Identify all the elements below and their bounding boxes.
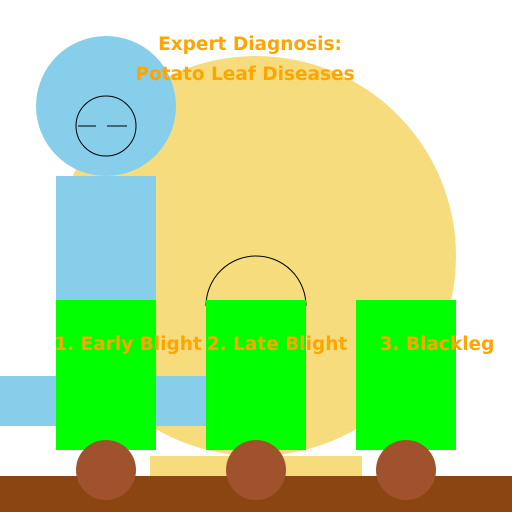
title-line-1: Expert Diagnosis:	[158, 34, 342, 55]
figure-arm-left	[0, 376, 56, 426]
figure-body	[56, 176, 156, 300]
leaf-box-2	[206, 300, 306, 450]
title-line-2: Potato Leaf Diseases	[135, 64, 354, 85]
disease-label-2: 2. Late Blight	[207, 334, 348, 355]
disease-label-1: 1. Early Blight	[54, 334, 202, 355]
leaf-box-3	[356, 300, 456, 450]
arch	[205, 255, 307, 307]
figure-arm-right	[156, 376, 206, 426]
figure-head	[36, 36, 176, 176]
disease-label-3: 3. Blackleg	[380, 334, 495, 355]
face-outline	[75, 95, 137, 157]
wheel-3	[376, 440, 436, 500]
wheel-2	[226, 440, 286, 500]
leaf-box-1	[56, 300, 156, 450]
wheel-1	[76, 440, 136, 500]
